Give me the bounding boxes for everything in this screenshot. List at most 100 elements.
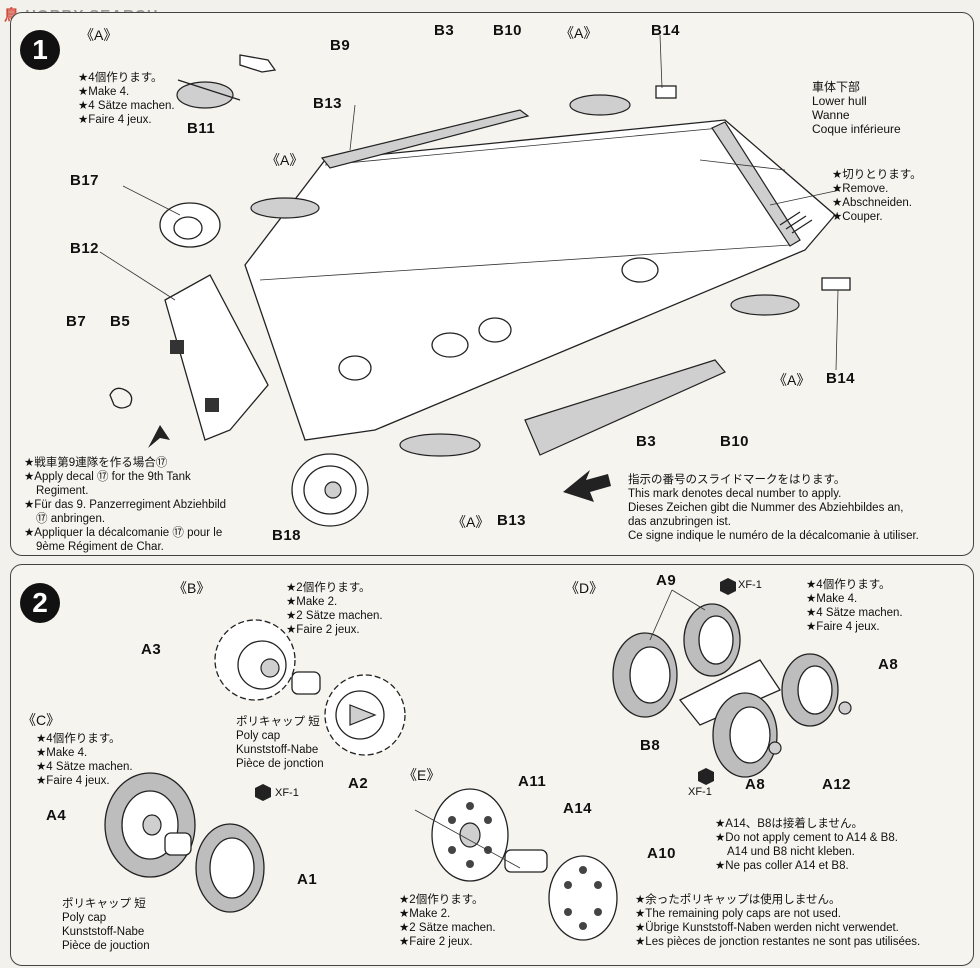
group-label-e: 《E》 <box>403 767 441 783</box>
b3-rail-bottom <box>524 359 726 456</box>
lower-hull-plate <box>244 119 836 441</box>
idler-a11 <box>431 788 509 882</box>
group-label-a: 《A》 <box>266 152 304 168</box>
note-no-cement: ★A14、B8は接着しません。★Do not apply cement to A… <box>715 818 898 872</box>
poly-cap-c <box>164 832 192 856</box>
axle-a14 <box>504 849 548 873</box>
wheel-a8-right <box>781 653 839 727</box>
part-label-b3: B3 <box>636 433 657 450</box>
poly-cap-b <box>291 671 321 695</box>
sprocket-a2 <box>324 674 406 756</box>
sprocket-a3 <box>214 619 296 701</box>
part-label-b14: B14 <box>826 370 856 387</box>
wheel-a9-left <box>612 632 678 718</box>
spring-mid-left <box>250 197 320 219</box>
part-label-a8: A8 <box>745 776 766 793</box>
group-label-a: 《A》 <box>560 25 598 41</box>
note-decal-mark: 指示の番号のスライドマークをはります。This mark denotes dec… <box>628 474 919 542</box>
cap-a12-bottom <box>768 741 782 755</box>
part-label-a14: A14 <box>563 800 593 817</box>
decal-square-1 <box>170 340 184 354</box>
part-label-b9: B9 <box>330 37 351 54</box>
group-label-a: 《A》 <box>80 27 118 43</box>
b14-bottom <box>821 277 851 291</box>
decal-square-2 <box>205 398 219 412</box>
part-label-b13: B13 <box>497 512 527 529</box>
b9-part <box>239 54 277 73</box>
b12-front-plate <box>164 274 269 441</box>
arm-4 <box>338 355 372 381</box>
removal-hatch <box>779 211 813 234</box>
part-label-a2: A2 <box>348 775 369 792</box>
part-label-a10: A10 <box>647 845 677 862</box>
paint-code-xf1: XF-1 <box>688 786 712 798</box>
part-label-b13: B13 <box>313 95 343 112</box>
spring-top-right <box>569 94 631 116</box>
hull-inner-bar <box>711 121 801 247</box>
part-label-b3: B3 <box>434 22 455 39</box>
part-label-a8: A8 <box>878 656 899 673</box>
paint-hex-icon <box>255 784 271 801</box>
wheel-a8-bottom <box>712 692 778 778</box>
part-label-a1: A1 <box>297 871 318 888</box>
b17-part <box>159 202 221 248</box>
note-9th-regiment: ★戦車第9連隊を作る場合⑰★Apply decal ⑰ for the 9th … <box>24 457 227 553</box>
wheel-a1 <box>195 823 265 913</box>
part-label-b7: B7 <box>66 313 87 330</box>
paint-hex-icon <box>720 578 736 595</box>
note-make-4-c: ★4個作ります。★Make 4.★4 Sätze machen.★Faire 4… <box>36 733 133 787</box>
paint-hex-icon <box>698 768 714 785</box>
step-number: 2 <box>20 583 60 623</box>
part-label-b18: B18 <box>272 527 302 544</box>
wheel-a4 <box>104 772 196 878</box>
note-remove: ★切りとります。★Remove.★Abschneiden.★Couper. <box>832 169 922 223</box>
arm-1 <box>621 257 659 283</box>
group-label-d: 《D》 <box>565 580 604 596</box>
cap-a12-right <box>838 701 852 715</box>
spring-b11 <box>176 79 241 109</box>
decal-arrow-icon <box>563 470 611 502</box>
group-label-a: 《A》 <box>773 372 811 388</box>
paint-code-xf1: XF-1 <box>738 579 762 591</box>
part-label-a11: A11 <box>518 773 547 790</box>
part-label-a12: A12 <box>822 776 852 793</box>
b3-rail-top <box>320 109 530 169</box>
part-label-b5: B5 <box>110 313 131 330</box>
group-label-a: 《A》 <box>452 514 490 530</box>
part-label-a3: A3 <box>141 641 162 658</box>
part-label-b11: B11 <box>187 120 216 137</box>
step-2-panel <box>10 564 974 966</box>
note-make-2-b: ★2個作ります。★Make 2.★2 Sätze machen.★Faire 2… <box>286 582 383 636</box>
part-label-a4: A4 <box>46 807 67 824</box>
spring-right <box>730 294 800 316</box>
arm-2 <box>478 317 512 343</box>
b14-top <box>655 85 677 99</box>
b7-chain <box>109 387 133 409</box>
note-make-4-d: ★4個作ります。★Make 4.★4 Sätze machen.★Faire 4… <box>806 579 903 633</box>
note-make-4: ★4個作ります。★Make 4.★4 Sätze machen.★Faire 4… <box>78 72 175 126</box>
part-label-b10: B10 <box>493 22 523 39</box>
part-label-b10: B10 <box>720 433 750 450</box>
note-make-2-e: ★2個作ります。★Make 2.★2 Sätze machen.★Faire 2… <box>399 894 496 948</box>
step-number: 1 <box>20 30 60 70</box>
part-label-b12: B12 <box>70 240 100 257</box>
paint-code-xf1: XF-1 <box>275 787 299 799</box>
arm-3 <box>431 332 469 358</box>
part-label-b8: B8 <box>640 737 661 754</box>
part-label-b14: B14 <box>651 22 681 39</box>
spring-bottom <box>399 433 481 457</box>
idler-a10 <box>548 855 618 941</box>
note-leftover-poly-caps: ★余ったポリキャップは使用しません。★The remaining poly ca… <box>635 894 921 948</box>
part-label-b17: B17 <box>70 172 100 189</box>
part-label-a9: A9 <box>656 572 677 589</box>
group-label-b: 《B》 <box>173 580 211 596</box>
group-label-c: 《C》 <box>22 712 61 728</box>
wheel-a9-top <box>683 603 741 677</box>
decal-arrow-small-icon <box>148 425 170 448</box>
bogie-arm <box>678 659 781 726</box>
